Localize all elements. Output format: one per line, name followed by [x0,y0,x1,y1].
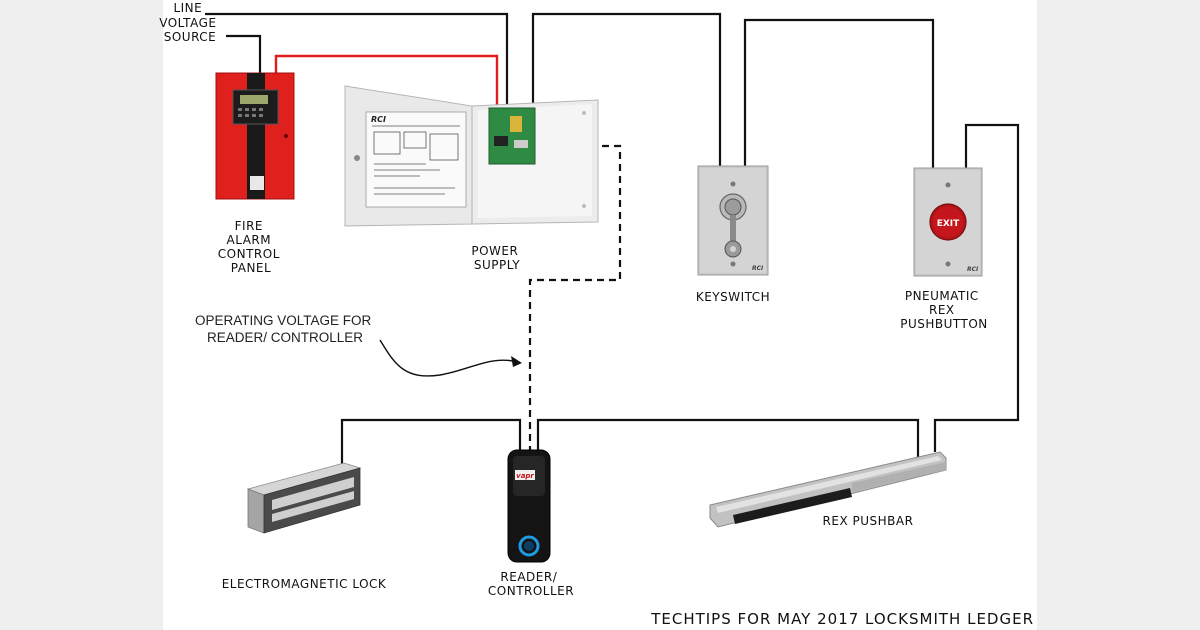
fire-alarm-panel [215,72,295,200]
fire-panel-line-wire [226,34,262,75]
keyswitch-label: KEYSWITCH [696,290,770,304]
rex-pushbar-device [709,451,947,528]
wires [205,12,1020,468]
reader-controller-device: vapr [507,449,551,563]
electromagnetic-lock-device [246,462,362,534]
power-supply-enclosure: RCI [344,85,599,227]
power-supply-brand: RCI [371,115,386,124]
line-voltage-wire [205,12,509,107]
pneumatic-rex-label: PNEUMATIC REX PUSHBUTTON [900,289,988,331]
operating-voltage-arrow [379,339,522,377]
power-supply-label: POWER SUPPLY [471,244,522,272]
keyswitch-brand: RCI [752,265,764,272]
reader-brand: vapr [516,472,534,480]
footer-caption: TECHTIPS FOR MAY 2017 LOCKSMITH LEDGER [650,610,1034,628]
rex-to-pushbar-wire [933,123,1020,452]
keyswitch-to-rex-wire [743,18,935,168]
power-to-keyswitch-wire [531,12,722,166]
exit-plate-brand: RCI [967,266,979,273]
fire-alarm-label: FIRE ALARM CONTROL PANEL [218,219,284,275]
reader-controller-label: READER/ CONTROLLER [488,570,574,598]
fire-alarm-relay-wire [274,54,499,107]
operating-voltage-label: OPERATING VOLTAGE FOR READER/ CONTROLLER [195,313,375,345]
reader-to-maglock-wire [340,418,522,468]
keyswitch-device: RCI [697,165,769,276]
line-voltage-label: LINE VOLTAGE SOURCE [159,1,221,44]
rex-pushbar-label: REX PUSHBAR [823,514,914,528]
electromagnetic-lock-label: ELECTROMAGNETIC LOCK [222,577,387,591]
exit-button-text: EXIT [937,219,960,229]
pneumatic-rex-device: EXIT RCI [913,167,983,277]
reader-to-pushbar-wire [536,418,920,458]
diagram-panel [163,0,1037,630]
